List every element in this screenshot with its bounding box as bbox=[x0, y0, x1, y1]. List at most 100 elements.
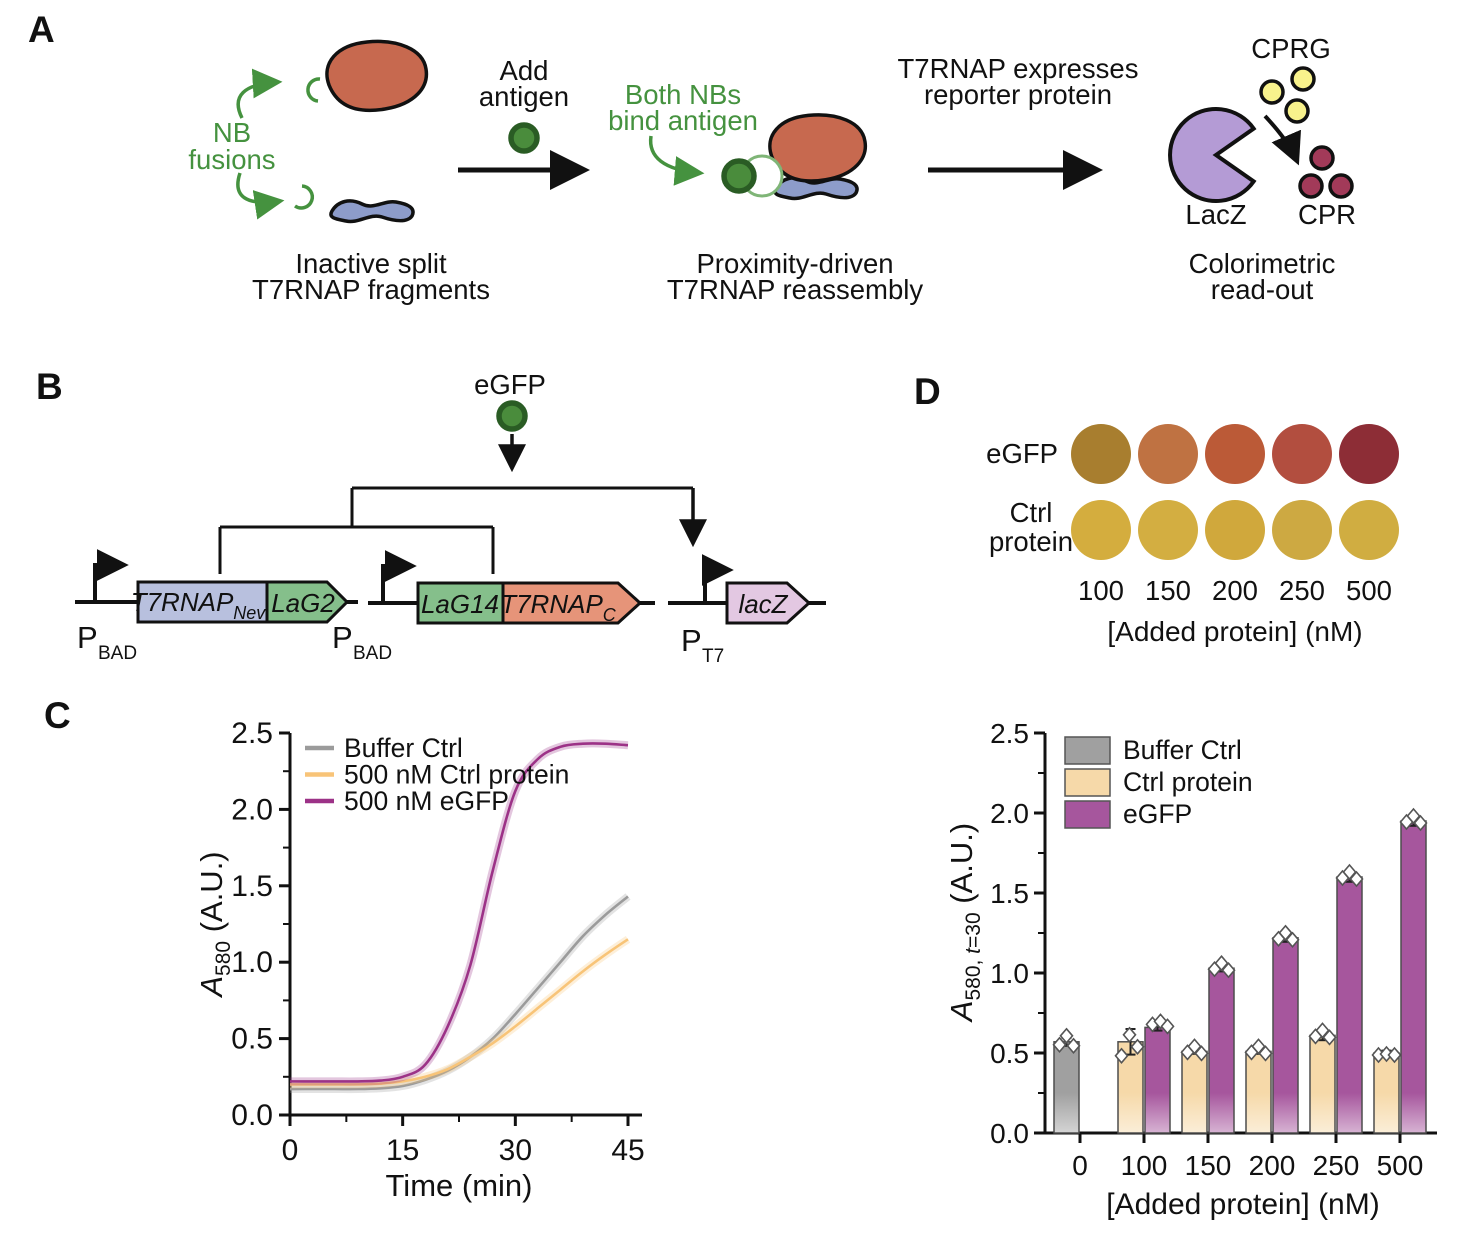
nb-arrow-bottom-icon bbox=[236, 172, 285, 220]
caption-proximity-2: T7RNAP reassembly bbox=[667, 274, 923, 305]
well-ctrl-100 bbox=[1071, 500, 1131, 560]
complex-antigen-icon bbox=[721, 158, 757, 194]
x-tick-label: 30 bbox=[499, 1134, 532, 1167]
plate-row-egfp-label: eGFP bbox=[986, 438, 1058, 469]
bar-eGFP-250 bbox=[1336, 876, 1363, 1134]
well-egfp-200 bbox=[1205, 424, 1265, 484]
data-point-diamond bbox=[1285, 931, 1300, 949]
t7rnap-n-fragment-icon bbox=[325, 39, 429, 113]
egfp-label: eGFP bbox=[474, 369, 546, 400]
curve-500 nM eGFP bbox=[289, 742, 629, 1083]
data-point-diamond bbox=[1122, 1026, 1137, 1044]
legend-swatch-Buffer Ctrl bbox=[1064, 736, 1111, 765]
nb-hook-top-icon bbox=[306, 77, 321, 103]
y-tick-label: 1.5 bbox=[231, 870, 273, 903]
y-tick-label: 2.0 bbox=[231, 793, 273, 826]
data-point-diamond bbox=[1059, 1027, 1074, 1045]
x-tick-label: 0 bbox=[1072, 1150, 1088, 1181]
pbad1-label: P bbox=[77, 620, 98, 655]
nb-fusions-label: NB bbox=[213, 117, 251, 148]
data-point-diamond bbox=[1130, 1038, 1145, 1056]
data-point-diamond bbox=[1322, 1029, 1337, 1046]
plate-row-ctrl-label: Ctrl bbox=[1010, 497, 1053, 528]
plate-row-ctrl-label2: protein bbox=[989, 526, 1073, 557]
x-tick-label: 200 bbox=[1249, 1150, 1296, 1181]
both-nbs-label: Both NBs bbox=[625, 79, 741, 110]
caption-proximity-1: Proximity-driven bbox=[696, 248, 893, 279]
promoter-pbad1-icon bbox=[93, 549, 129, 602]
legend-label-eGFP: eGFP bbox=[1123, 799, 1192, 829]
expresses-label2: reporter protein bbox=[924, 79, 1112, 110]
gene-lag2-arrow bbox=[265, 580, 350, 624]
lacz-label: LacZ bbox=[1185, 199, 1246, 230]
both-nbs-arrow-icon bbox=[648, 135, 705, 186]
y-tick-label: 1.5 bbox=[990, 878, 1029, 909]
nb-fusions-label2: fusions bbox=[188, 144, 275, 175]
plate-axis-label: [Added protein] (nM) bbox=[1107, 616, 1362, 647]
panel-c-letter: C bbox=[44, 695, 71, 736]
line-chart-y-axis-label: A580 (A.U.) bbox=[194, 851, 235, 998]
plate-col-label: 100 bbox=[1078, 575, 1124, 606]
y-tick-label: 0.0 bbox=[990, 1118, 1029, 1149]
y-tick-label: 1.0 bbox=[231, 946, 273, 979]
gene-lag2-label: LaG2 bbox=[271, 588, 335, 618]
well-egfp-250 bbox=[1272, 424, 1332, 484]
bar-chart-x-axis-label: [Added protein] (nM) bbox=[1106, 1188, 1379, 1221]
promoter-pbad2-icon bbox=[381, 550, 417, 603]
panel-b: B eGFP P BAD P BAD P T7 T7RNAPNev LaG2 L… bbox=[36, 366, 826, 667]
bar-Buffer Ctrl-0 bbox=[1053, 1041, 1080, 1134]
x-tick-label: 100 bbox=[1121, 1150, 1168, 1181]
data-point-diamond bbox=[1349, 870, 1364, 888]
pbad2-sub: BAD bbox=[353, 643, 392, 664]
line-chart-x-axis-label: Time (min) bbox=[386, 1168, 533, 1203]
well-egfp-150 bbox=[1138, 424, 1198, 484]
bar-Ctrl protein-150 bbox=[1181, 1050, 1208, 1134]
add-antigen-label: Add bbox=[500, 55, 549, 86]
antigen-icon bbox=[508, 122, 540, 154]
y-tick-label: 1.0 bbox=[990, 958, 1029, 989]
well-ctrl-250 bbox=[1272, 500, 1332, 560]
x-tick-label: 15 bbox=[386, 1134, 419, 1167]
data-point-diamond bbox=[1258, 1045, 1273, 1062]
cpr-molecule-icon bbox=[1298, 173, 1324, 199]
gene-t7rnap-nev-box bbox=[136, 580, 269, 624]
dna-baseline bbox=[75, 600, 826, 605]
pt7-sub: T7 bbox=[702, 646, 724, 667]
legend-label-Buffer Ctrl: Buffer Ctrl bbox=[344, 733, 463, 763]
bar-Ctrl protein-200 bbox=[1245, 1050, 1272, 1134]
panel-b-letter: B bbox=[36, 366, 63, 407]
legend-label-Buffer Ctrl: Buffer Ctrl bbox=[1123, 735, 1242, 765]
plate-col-label: 250 bbox=[1279, 575, 1325, 606]
data-point-diamond bbox=[1387, 1046, 1402, 1064]
legend-label-Ctrl protein: Ctrl protein bbox=[1123, 767, 1253, 797]
legend-label-500 nM eGFP: 500 nM eGFP bbox=[344, 786, 509, 816]
pbad2-label: P bbox=[332, 620, 353, 655]
t7rnap-c-fragment-icon bbox=[329, 199, 415, 224]
both-nbs-label2: bind antigen bbox=[608, 105, 758, 136]
gene-t7rnap-c-label: T7RNAPC bbox=[500, 589, 617, 625]
cprg-label: CPRG bbox=[1251, 33, 1330, 64]
panel-d-letter: D bbox=[914, 371, 941, 412]
pbad1-sub: BAD bbox=[98, 643, 137, 664]
lacz-enzyme-icon bbox=[1168, 107, 1257, 203]
data-point-diamond bbox=[1413, 814, 1428, 832]
legend-swatch-eGFP bbox=[1064, 800, 1111, 829]
gene-lacz-arrow bbox=[725, 581, 812, 625]
y-tick-label: 2.5 bbox=[231, 717, 273, 750]
bar-eGFP-500 bbox=[1400, 820, 1427, 1134]
panel-a-letter: A bbox=[28, 9, 55, 50]
bar-Ctrl protein-250 bbox=[1309, 1034, 1336, 1134]
cpr-molecule-icon bbox=[1328, 173, 1354, 199]
data-point-diamond bbox=[1194, 1045, 1209, 1062]
y-tick-label: 2.5 bbox=[990, 718, 1029, 749]
bar-chart-y-axis-label: A580, t=30 (A.U.) bbox=[944, 823, 985, 1023]
y-tick-label: 0.5 bbox=[231, 1023, 273, 1056]
data-point-diamond bbox=[1114, 1047, 1129, 1065]
gene-t7rnap-nev-label: T7RNAPNev bbox=[131, 587, 267, 623]
data-point-diamond bbox=[1221, 961, 1236, 979]
nb-arrow-top-icon bbox=[236, 68, 283, 119]
panel-a: A NB fusions Inactive split T7RNAP fragm… bbox=[28, 9, 1356, 305]
